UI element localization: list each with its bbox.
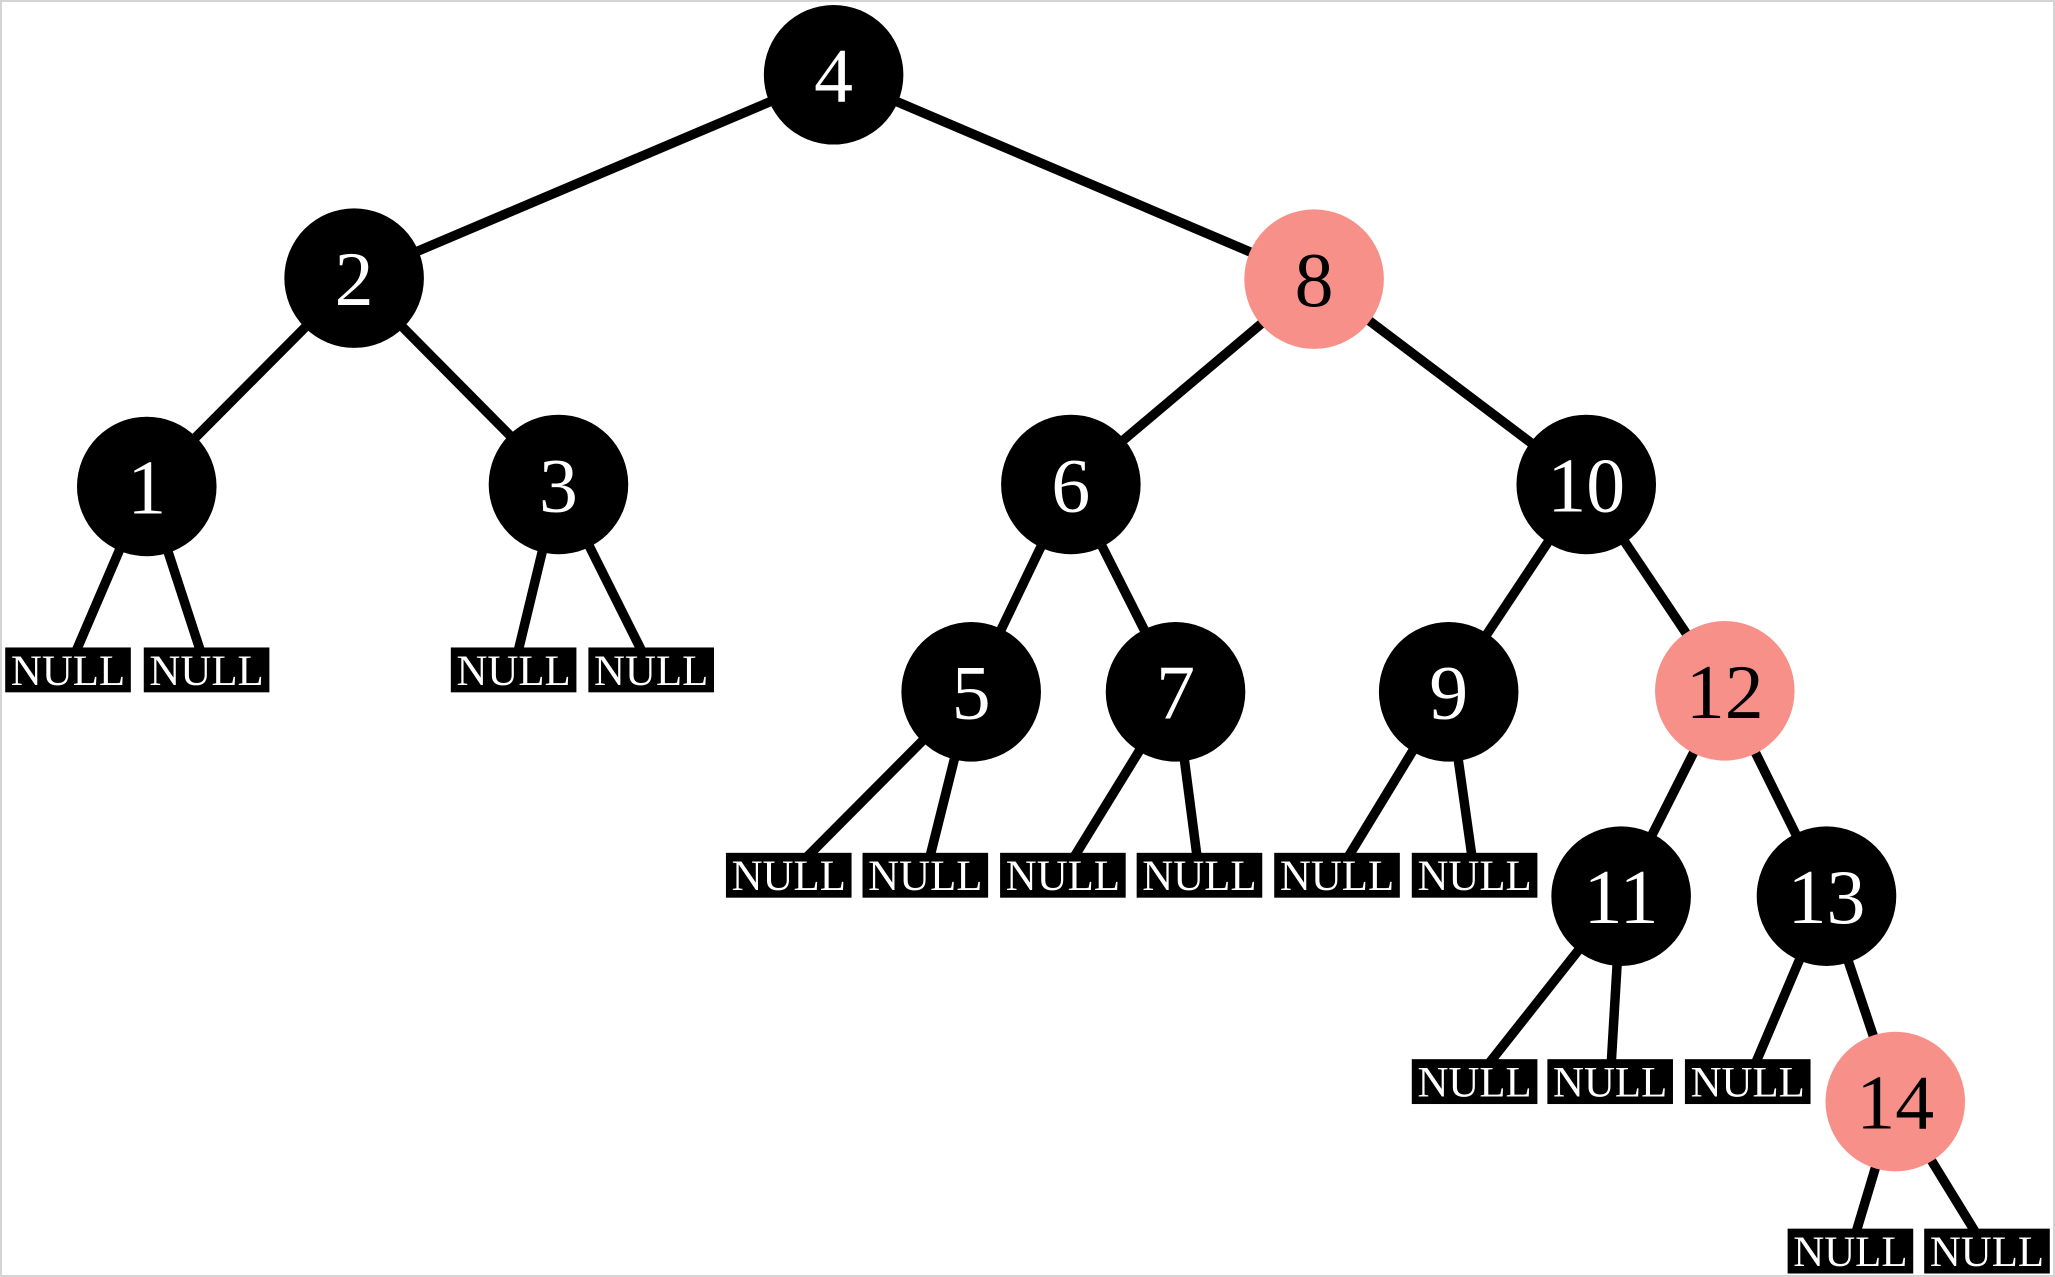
null-box — [1274, 852, 1400, 898]
null-leaf-n15: NULL — [1924, 1228, 2050, 1275]
tree-node-7: 7 — [1105, 622, 1246, 762]
null-box-label: NULL — [1006, 853, 1120, 900]
node-value-label: 10 — [1547, 442, 1625, 528]
black-node-circle — [1001, 414, 1141, 555]
tree-node-8: 8 — [1244, 209, 1384, 349]
null-box — [588, 647, 714, 693]
node-value-label: 6 — [1051, 442, 1090, 528]
tree-node-13: 13 — [1756, 826, 1897, 966]
tree-node-6: 6 — [1001, 414, 1141, 555]
black-node-circle — [284, 208, 424, 348]
null-leaf-n9: NULL — [1274, 852, 1400, 900]
tree-node-1: 1 — [76, 416, 217, 557]
tree-node-2: 2 — [284, 208, 424, 348]
black-node-circle — [1551, 826, 1691, 966]
null-leaf-n5: NULL — [725, 852, 852, 900]
tree-edge-4-8 — [831, 70, 1316, 284]
node-value-label: 12 — [1686, 649, 1764, 735]
null-box-label: NULL — [1793, 1229, 1907, 1275]
null-leaf-n8: NULL — [1136, 852, 1263, 900]
null-box — [1924, 1228, 2050, 1274]
null-leaf-n1: NULL — [5, 647, 131, 695]
node-value-label: 1 — [127, 444, 166, 530]
node-value-label: 3 — [539, 442, 578, 528]
null-box — [1547, 1059, 1673, 1105]
null-box — [1136, 852, 1263, 898]
null-box-label: NULL — [1280, 853, 1394, 900]
null-leaf-n10: NULL — [1411, 852, 1538, 900]
black-node-circle — [763, 4, 904, 145]
node-value-label: 2 — [335, 236, 374, 322]
null-box — [143, 647, 270, 693]
null-box-label: NULL — [1930, 1229, 2044, 1275]
null-box — [450, 647, 577, 693]
node-value-label: 11 — [1584, 854, 1659, 940]
red-node-circle — [1655, 621, 1795, 761]
null-box-label: NULL — [594, 648, 708, 695]
null-leaves-layer: NULL NULL NULL NULL NULL NULL NULL NULL NULL NULL… — [5, 647, 2050, 1275]
null-leaf-n13: NULL — [1684, 1059, 1811, 1107]
node-value-label: 8 — [1295, 237, 1334, 323]
node-value-label: 5 — [952, 650, 991, 736]
null-leaf-n4: NULL — [588, 647, 714, 695]
null-box-label: NULL — [732, 853, 846, 900]
null-box — [1787, 1228, 1914, 1274]
red-node-circle — [1825, 1031, 1966, 1172]
null-box — [1411, 852, 1538, 898]
null-box — [725, 852, 852, 898]
tree-edge-4-2 — [352, 70, 836, 283]
null-box-label: NULL — [1417, 853, 1531, 900]
null-box-label: NULL — [456, 648, 570, 695]
black-node-circle — [1516, 414, 1657, 555]
node-value-label: 13 — [1788, 854, 1866, 940]
null-box — [5, 647, 131, 693]
black-node-circle — [76, 416, 217, 557]
null-box-label: NULL — [1417, 1060, 1531, 1107]
null-leaf-n6: NULL — [862, 852, 989, 900]
tree-node-5: 5 — [901, 622, 1041, 762]
null-box — [1411, 1059, 1538, 1105]
black-node-circle — [1105, 622, 1246, 762]
node-value-label: 7 — [1156, 650, 1195, 736]
black-node-circle — [901, 622, 1041, 762]
tree-node-9: 9 — [1378, 622, 1519, 762]
tree-node-10: 10 — [1516, 414, 1657, 555]
node-value-label: 9 — [1429, 650, 1468, 736]
null-box-label: NULL — [1553, 1060, 1667, 1107]
black-node-circle — [1756, 826, 1897, 966]
null-box — [1684, 1059, 1811, 1105]
null-box — [1000, 852, 1126, 898]
node-value-label: 4 — [814, 33, 853, 119]
null-box-label: NULL — [149, 648, 263, 695]
null-leaf-n14: NULL — [1787, 1228, 1914, 1275]
null-leaf-n11: NULL — [1411, 1059, 1538, 1107]
black-node-circle — [1378, 622, 1519, 762]
null-box — [862, 852, 989, 898]
null-leaf-n3: NULL — [450, 647, 577, 695]
null-leaf-n2: NULL — [143, 647, 270, 695]
tree-node-14: 14 — [1825, 1031, 1966, 1172]
null-leaf-n12: NULL — [1547, 1059, 1673, 1107]
red-node-circle — [1244, 209, 1384, 349]
tree-node-3: 3 — [488, 414, 629, 555]
node-value-label: 14 — [1856, 1059, 1934, 1145]
null-box-label: NULL — [11, 648, 125, 695]
null-box-label: NULL — [1691, 1060, 1805, 1107]
tree-node-12: 12 — [1655, 621, 1795, 761]
null-box-label: NULL — [868, 853, 982, 900]
tree-node-11: 11 — [1551, 826, 1691, 966]
null-box-label: NULL — [1142, 853, 1256, 900]
tree-node-4: 4 — [763, 4, 904, 145]
black-node-circle — [488, 414, 629, 555]
null-leaf-n7: NULL — [1000, 852, 1126, 900]
